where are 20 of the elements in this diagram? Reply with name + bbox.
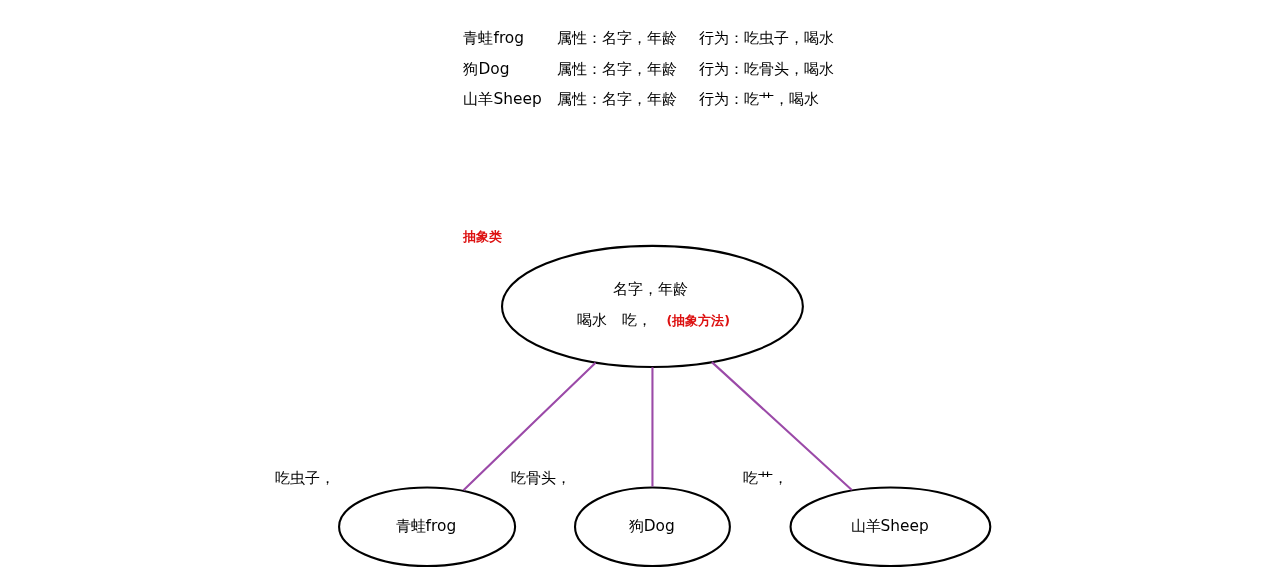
label: 山羊Sheep (463, 90, 542, 109)
connector (462, 361, 597, 491)
label: 行为：吃艹，喝水 (698, 90, 819, 109)
node-label: 抽象类 (462, 228, 502, 244)
label: 行为：吃骨头，喝水 (698, 59, 834, 78)
node-ellipse: 青蛙frog (338, 486, 517, 568)
label: 属性：名字，年龄 (557, 90, 678, 109)
node-ellipse: 狗Dog (574, 486, 731, 568)
label: 行为：吃虫子，喝水 (698, 28, 834, 47)
node-label: 吃虫子， (274, 468, 335, 487)
label: 属性：名字，年龄 (557, 28, 678, 47)
node-ellipse: 山羊Sheep (789, 486, 992, 568)
label: 狗Dog (463, 59, 510, 78)
node-label: 吃艹， (742, 468, 788, 487)
label: 属性：名字，年龄 (557, 59, 678, 78)
connector (651, 367, 654, 487)
node-ellipse: 名字，年龄 喝水 吃， (抽象方法) (500, 244, 804, 369)
connector (711, 361, 853, 491)
label: 青蛙frog (463, 28, 525, 47)
node-label: 吃骨头， (510, 468, 571, 487)
